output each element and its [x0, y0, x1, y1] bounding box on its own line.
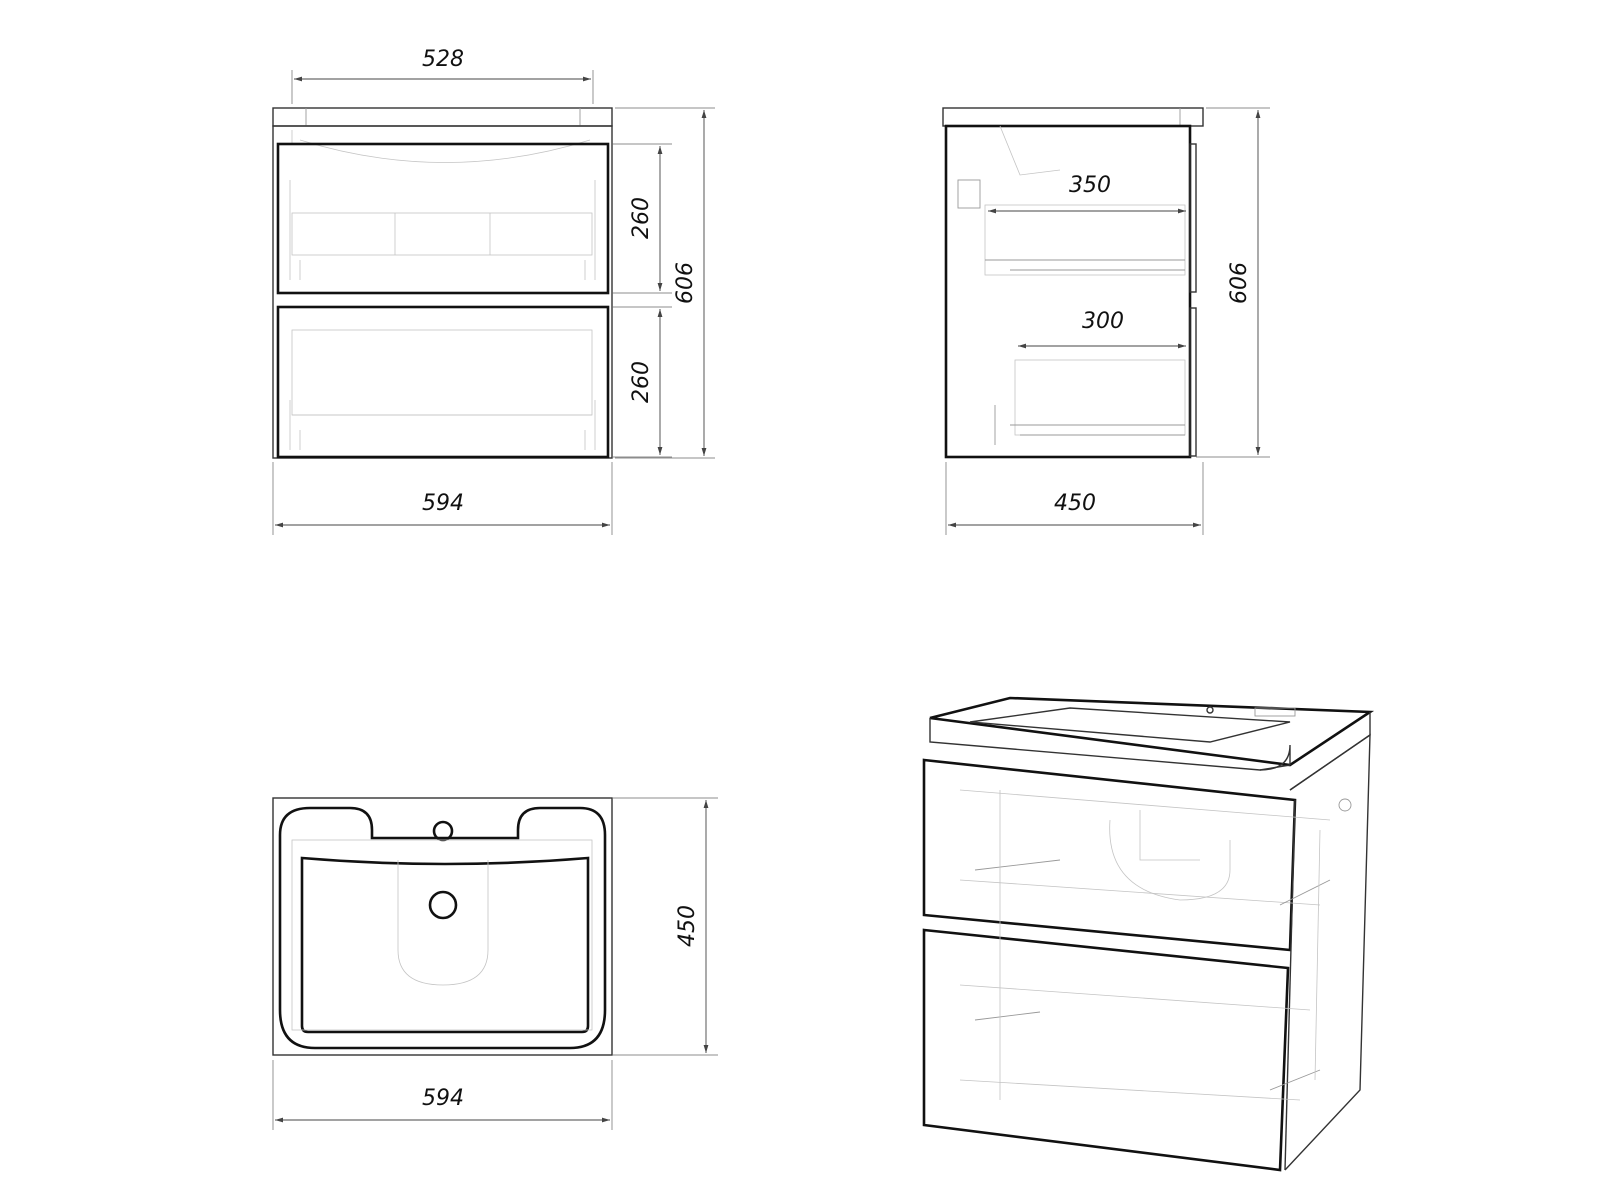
dim-top-view-width: 594 [422, 1086, 464, 1111]
dim-upper-drawer-height: 260 [629, 197, 654, 239]
dim-upper-drawer-depth: 350 [1069, 173, 1111, 198]
dim-side-depth: 450 [1054, 491, 1096, 516]
dim-lower-drawer-depth: 300 [1082, 309, 1124, 334]
dim-lower-drawer-height: 260 [629, 361, 654, 403]
isometric-view [922, 696, 1375, 1172]
dim-front-height: 606 [673, 262, 698, 304]
dim-side-height: 606 [1227, 262, 1252, 304]
top-view: 594 450 [272, 797, 718, 1130]
drain-icon [428, 890, 458, 920]
dim-top-width: 528 [422, 47, 464, 72]
dim-top-view-depth: 450 [675, 905, 700, 947]
side-view: 350 300 450 606 [942, 107, 1270, 535]
dim-front-width: 594 [422, 491, 464, 516]
front-view: 528 594 606 260 260 [272, 47, 715, 535]
